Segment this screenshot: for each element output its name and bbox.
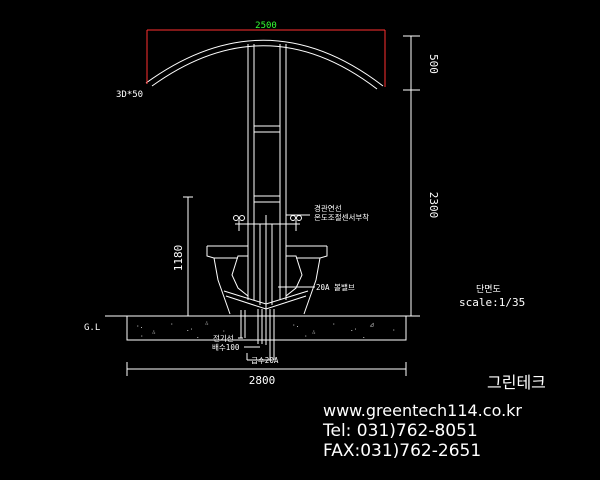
svg-text:·.: ·. [292,322,299,329]
company-tel: Tel: 031)762-8051 [322,421,478,441]
right-basin [285,245,328,315]
svg-text:∴: ∴ [205,320,209,327]
sensor-label-line1: 경관연선 [314,203,342,213]
svg-text:·: · [332,321,336,328]
canopy-height-label: 500 [427,54,440,74]
company-name: 그린테크 [487,373,546,392]
svg-text:·: · [222,328,226,335]
scale-label: scale:1/35 [459,296,525,309]
bottom-width-label: 2800 [249,374,276,387]
left-basin [206,245,249,315]
valve-label: 20A 볼밸브 [316,283,355,292]
column-height-label: 2300 [427,192,440,219]
electric-label: 전기선 [213,333,234,343]
top-width-label: 2500 [255,21,277,31]
svg-text:.·: .· [350,326,357,333]
drain-label: 배수100 [212,343,240,352]
bottom-width-dimension [126,362,407,376]
company-fax: FAX:031)762-2651 [323,441,481,461]
sensor-pipe [248,214,310,305]
sensor-label-line2: 온도조절센서부착 [314,212,369,222]
faucet-left [233,215,248,231]
company-website: www.greentech114.co.kr [323,401,522,420]
annotation-leaders [238,337,272,361]
left-height-label: 1180 [172,245,185,272]
svg-text:.·: .· [186,326,193,333]
svg-text:.: . [196,333,200,340]
top-width-dimension [146,29,386,87]
drain-pipes [223,290,309,360]
faucet-right [286,215,302,231]
svg-text:·: · [392,327,396,334]
svg-text:·: · [170,321,174,328]
right-height-dimension [403,35,420,317]
canopy-arc [145,39,384,90]
svg-text:∴: ∴ [152,329,156,336]
left-height-dimension [183,196,193,316]
svg-text:·: · [140,333,144,340]
foundation-hatch: ·.∴· .·∴· ·.∴· .·◿· ·.· . [136,320,396,340]
svg-text:◿: ◿ [370,321,374,328]
foundation [105,315,407,341]
view-title: 단면도 [476,284,501,295]
svg-text:∴: ∴ [312,329,316,336]
svg-text:·.: ·. [136,323,143,330]
svg-text:.: . [362,333,366,340]
center-column [247,44,287,345]
arc-pipe-label: 3D*50 [116,90,143,100]
ground-line-label: G.L [84,323,100,333]
svg-text:·: · [304,333,308,340]
